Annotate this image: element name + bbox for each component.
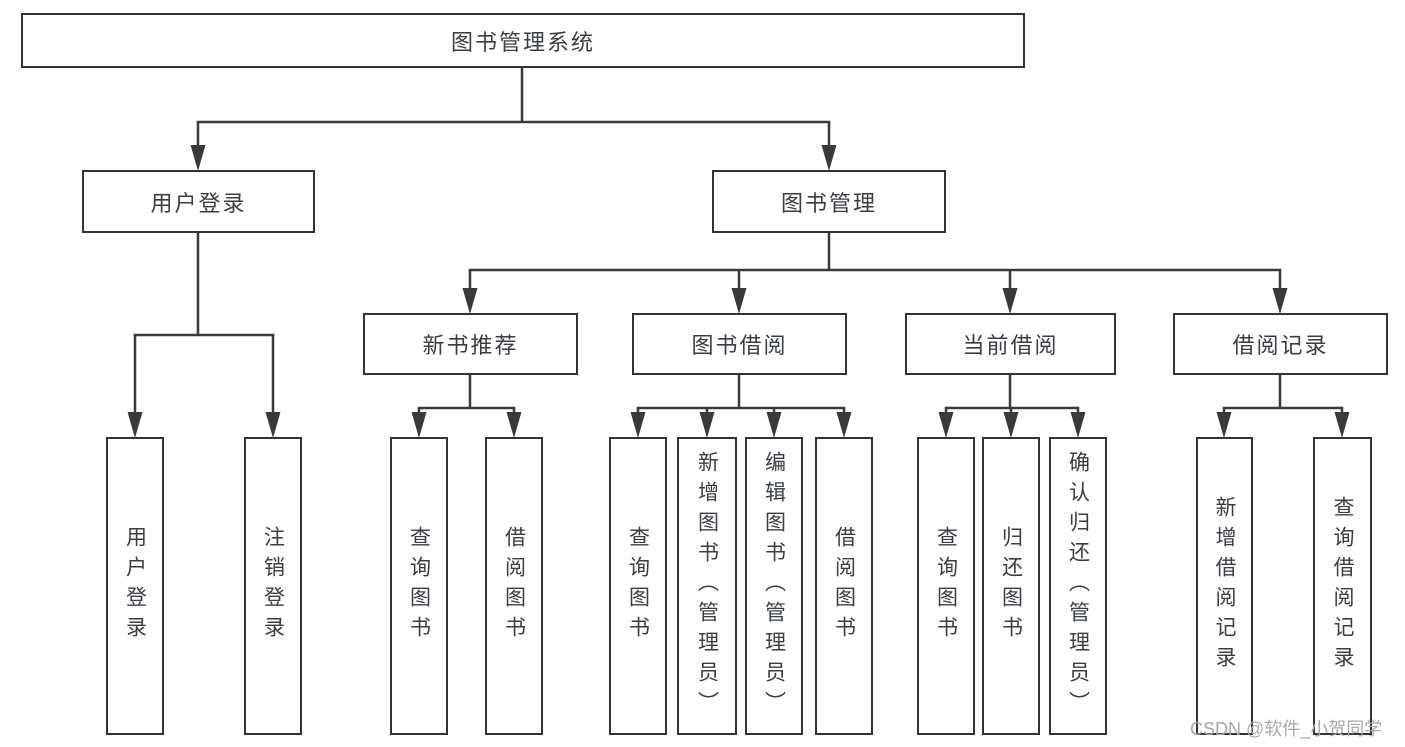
leaf-user-login: 用户登录 xyxy=(106,437,164,735)
node-borrow-record: 借阅记录 xyxy=(1173,313,1388,375)
node-new-book-recommend: 新书推荐 xyxy=(363,313,578,375)
leaf-cb-return-book: 归还图书 xyxy=(982,437,1040,735)
leaf-br-query-record: 查询借阅记录 xyxy=(1313,437,1372,735)
node-current-borrow: 当前借阅 xyxy=(905,313,1116,375)
node-root: 图书管理系统 xyxy=(21,13,1025,68)
leaf-logout: 注销登录 xyxy=(244,437,302,735)
leaf-bb-add-book-admin: 新增图书（管理员） xyxy=(677,437,737,735)
leaf-bb-edit-book-admin: 编辑图书（管理员） xyxy=(745,437,803,735)
watermark: CSDN @软件_小贺同学 xyxy=(1190,719,1383,739)
leaf-br-add-record: 新增借阅记录 xyxy=(1196,437,1253,735)
leaf-cb-query-book: 查询图书 xyxy=(917,437,975,735)
leaf-bb-borrow-book: 借阅图书 xyxy=(815,437,873,735)
node-user-login: 用户登录 xyxy=(82,170,315,233)
leaf-nbr-query-book: 查询图书 xyxy=(390,437,448,735)
leaf-nbr-borrow-book: 借阅图书 xyxy=(485,437,543,735)
node-book-management: 图书管理 xyxy=(712,170,946,233)
leaf-cb-confirm-return-admin: 确认归还（管理员） xyxy=(1049,437,1107,735)
node-book-borrow: 图书借阅 xyxy=(632,313,847,375)
leaf-bb-query-book: 查询图书 xyxy=(609,437,667,735)
